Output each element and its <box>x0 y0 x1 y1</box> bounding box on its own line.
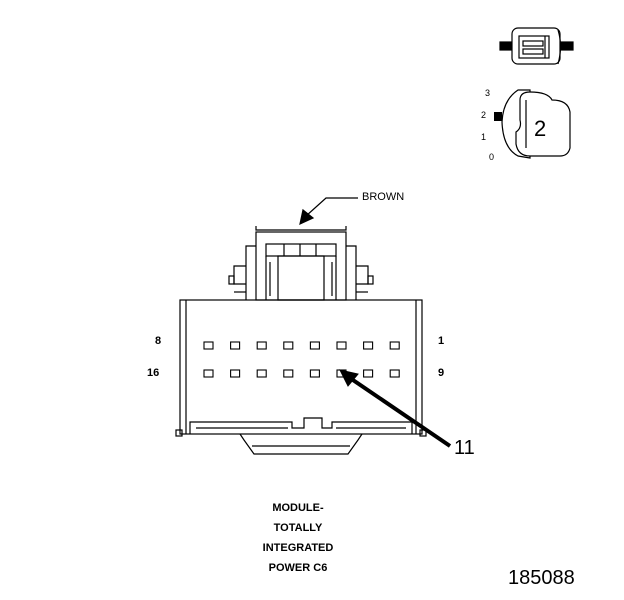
pin-cavity-5 <box>283 341 294 350</box>
pin-cavity-9 <box>389 369 400 378</box>
connector-caption: MODULE- TOTALLY INTEGRATED POWER C6 <box>228 498 368 578</box>
pin-cavity-6 <box>256 341 267 350</box>
callout-arrow <box>339 369 452 448</box>
pin-cavity-2 <box>363 341 374 350</box>
caption-line-3: INTEGRATED <box>262 542 334 554</box>
revision-level-2: 2 <box>481 110 487 120</box>
pin-cavity-8 <box>203 341 214 350</box>
pin-cavity-10 <box>363 369 374 378</box>
figure-number: 185088 <box>508 567 575 589</box>
caption-line-2: TOTALLY <box>273 522 323 534</box>
caption-line-4: POWER C6 <box>268 562 328 574</box>
connector-view-icon <box>499 27 574 65</box>
pin-cavity-1 <box>389 341 400 350</box>
revision-icon <box>494 89 571 159</box>
revision-badge: 2 <box>534 116 547 141</box>
callout-number: 11 <box>454 437 475 459</box>
pin-cavity-13 <box>283 369 294 378</box>
pin-cavity-16 <box>203 369 214 378</box>
revision-level-3: 3 <box>485 88 491 98</box>
color-leader <box>299 197 358 226</box>
pin-label-bottom-left: 16 <box>147 367 160 379</box>
pin-cavity-4 <box>309 341 320 350</box>
pin-cavity-14 <box>256 369 267 378</box>
caption-line-1: MODULE- <box>272 502 324 514</box>
pin-cavity-3 <box>336 341 347 350</box>
wire-color-label: BROWN <box>362 191 405 203</box>
pin-label-top-left: 8 <box>155 335 162 347</box>
pin-label-top-right: 1 <box>438 335 445 347</box>
pin-label-bottom-right: 9 <box>438 367 445 379</box>
pin-grid <box>203 341 400 378</box>
pin-cavity-7 <box>230 341 241 350</box>
revision-level-0: 0 <box>489 152 495 162</box>
revision-level-1: 1 <box>481 132 487 142</box>
connector-body <box>175 226 427 455</box>
pin-cavity-15 <box>230 369 241 378</box>
pin-cavity-12 <box>309 369 320 378</box>
